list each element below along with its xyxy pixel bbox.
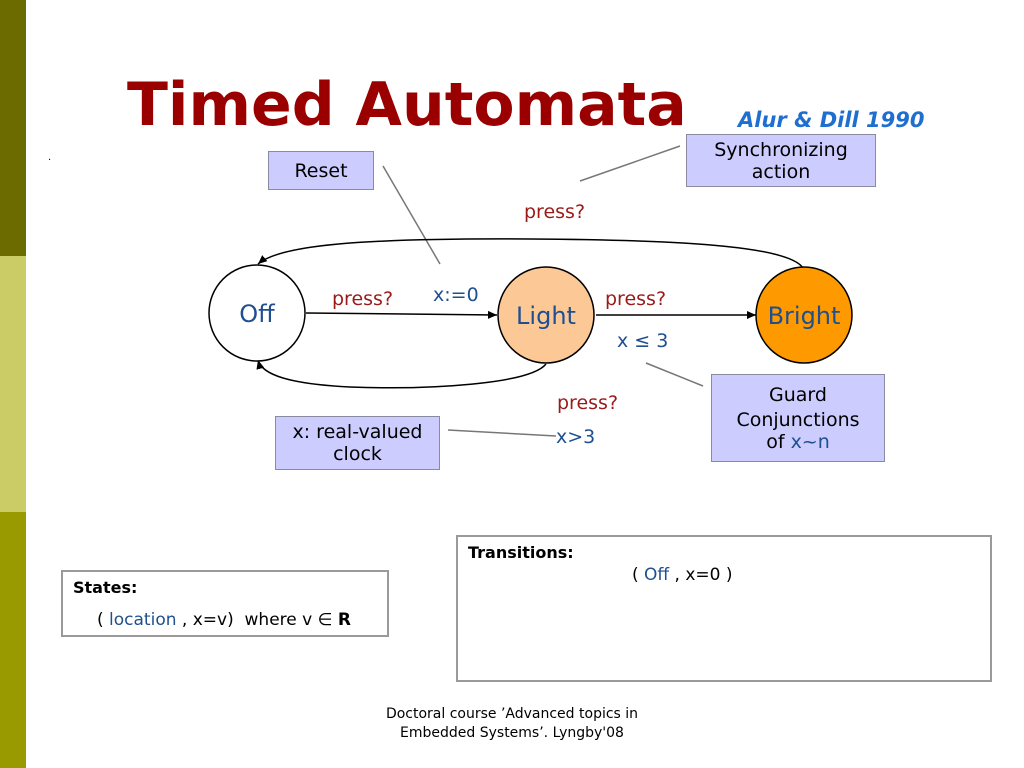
transitions-box-open: ( [632, 565, 645, 585]
edge-off-light-action: press? [332, 288, 393, 310]
guard-callout-line2: Conjunctions [736, 408, 860, 431]
slide-subtitle: Alur & Dill 1990 [738, 108, 925, 132]
sidebar-band-top [0, 0, 26, 256]
transitions-box-location: Off [644, 565, 670, 585]
guard-pointer-line [645, 362, 704, 387]
transitions-box-rest: , x=0 ) [669, 565, 733, 585]
state-light-label: Light [516, 302, 576, 330]
state-bright-node [755, 266, 853, 364]
guard-callout-prefix: of [766, 430, 791, 453]
states-box-member: ∈ [317, 610, 333, 630]
sync-callout: Synchronizing action [686, 134, 876, 187]
decor-dot: . [48, 152, 52, 163]
transitions-box-heading: Transitions: [468, 543, 574, 562]
sidebar-decoration [0, 0, 26, 768]
footer: Doctoral course ’Advanced topics in Embe… [362, 705, 662, 743]
clock-callout-line1: x: real-valued [292, 421, 423, 443]
state-light-node [497, 266, 595, 364]
footer-line1: Doctoral course ’Advanced topics in [385, 706, 639, 722]
slide-title: Timed Automata [127, 70, 687, 140]
transitions-box: Transitions: ( Off , x=0 ) [456, 535, 992, 682]
states-box-reals: R [337, 610, 351, 630]
edge-bright-off [257, 238, 804, 269]
edge-bright-off-action: press? [524, 201, 585, 223]
guard-callout-expr: x~n [790, 430, 830, 453]
sidebar-band-middle [0, 256, 26, 512]
states-box-heading: States: [73, 578, 138, 597]
edge-light-off-action: press? [557, 392, 618, 414]
edge-light-off [256, 359, 547, 389]
footer-line2: Embedded Systems’. Lyngby'08 [400, 725, 624, 741]
sync-callout-line1: Synchronizing [714, 138, 848, 161]
clock-pointer-line [447, 429, 557, 437]
sync-callout-line2: action [751, 160, 811, 183]
state-off-node [208, 264, 306, 362]
guard-callout-line1: Guard [769, 383, 827, 406]
reset-callout: Reset [268, 151, 374, 190]
edge-light-off-guard: x>3 [556, 426, 595, 448]
guard-callout-line3: of x~n [766, 431, 830, 453]
edge-off-light [305, 310, 498, 319]
edge-off-light-reset: x:=0 [433, 284, 479, 306]
states-box-location: location [109, 610, 177, 630]
states-box-body: ( location , x=v) where v ∈ R [97, 610, 351, 630]
guard-callout: Guard Conjunctions of x~n [711, 374, 885, 462]
reset-pointer-line [382, 165, 441, 265]
sync-pointer-line [579, 145, 681, 182]
sidebar-band-bottom [0, 512, 26, 768]
reset-callout-text: Reset [294, 159, 348, 182]
state-off-label: Off [239, 300, 275, 328]
state-bright-label: Bright [768, 302, 841, 330]
edge-light-bright-action: press? [605, 288, 666, 310]
states-box-mid: , x=v) where v [176, 610, 318, 630]
edge-light-bright-guard: x ≤ 3 [617, 330, 668, 352]
states-box: States: ( location , x=v) where v ∈ R [61, 570, 389, 637]
transitions-box-body: ( Off , x=0 ) [632, 565, 733, 585]
clock-callout-line2: clock [333, 443, 382, 465]
clock-callout: x: real-valued clock [275, 416, 440, 470]
states-box-open: ( [97, 610, 110, 630]
